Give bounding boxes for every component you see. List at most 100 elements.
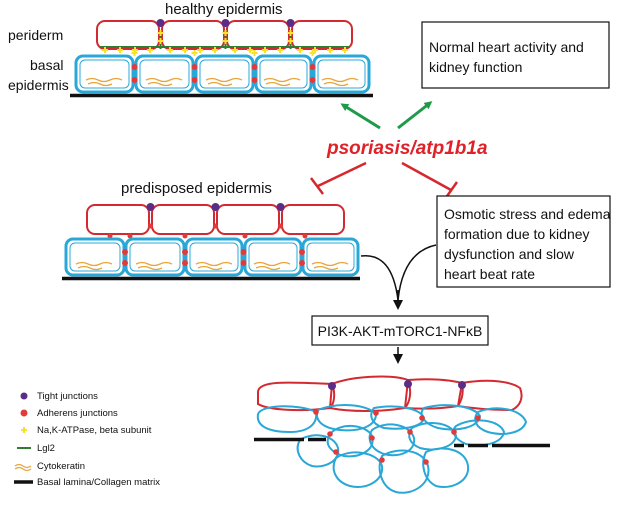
atpase-marker [147, 47, 153, 53]
adherens-junction [407, 429, 413, 435]
tight-junction [458, 381, 466, 389]
adherens-junction [127, 233, 133, 239]
basal-cell [124, 237, 186, 277]
adherens-junction [327, 431, 333, 437]
adherens-junction [191, 77, 198, 83]
atpase-marker [232, 47, 238, 53]
atpase-marker [247, 47, 253, 53]
legend-label-basal-lamina: Basal lamina/Collagen matrix [37, 477, 160, 488]
red-dot-icon [20, 409, 28, 417]
periderm-cell [328, 375, 412, 412]
atpase-markers [102, 30, 348, 56]
purple-dot-icon [20, 392, 28, 400]
basal-label-line2: epidermis [8, 77, 69, 93]
basal-cell [332, 451, 384, 488]
adherens-junction [182, 260, 188, 266]
adherens-junction [122, 260, 128, 266]
atpase-marker [212, 47, 218, 53]
cytokeratin-filament [311, 261, 349, 271]
periderm-cell [226, 20, 290, 50]
adherens-junction [251, 64, 258, 70]
adherens-junction [299, 260, 305, 266]
atpase-marker [287, 38, 294, 44]
pathway-box [311, 315, 489, 346]
atpase-marker [167, 47, 173, 53]
stress-box-line4: heart beat rate [444, 266, 535, 282]
legend-label-tight-junctions: Tight junctions [37, 391, 98, 402]
atpase-marker [309, 50, 316, 56]
adherens-junction [182, 249, 188, 255]
atpase-marker [182, 47, 188, 53]
basal-cell-inner [317, 59, 366, 89]
cytokeratin-filament [135, 261, 173, 271]
atpase-marker [277, 47, 283, 53]
orange-wave-icon [14, 463, 32, 472]
pathway-label: PI3K-AKT-mTORC1-NFκB [318, 323, 483, 339]
adherens-junction [423, 459, 429, 465]
healthy-epidermis-title: healthy epidermis [165, 1, 283, 18]
legend-label-atpase: Na,K-ATPase, beta subunit [37, 425, 152, 436]
basal-cell-inner [79, 59, 130, 89]
normal-box-line1: Normal heart activity and [429, 39, 584, 55]
adherens-junction [251, 77, 258, 83]
activation-arrow-left [340, 103, 381, 130]
predisposed-periderm-layer [86, 203, 345, 239]
cytokeratin-filament [85, 77, 123, 87]
atpase-marker [342, 47, 348, 53]
adherens-junction [299, 249, 305, 255]
basal-cell [243, 237, 303, 277]
legend-label-cytokeratin: Cytokeratin [37, 461, 85, 472]
merge-curve-left [360, 255, 399, 301]
atpase-marker [131, 50, 138, 56]
basal-cell [316, 404, 378, 432]
stress-box [436, 195, 611, 288]
basal-label-line1: basal [30, 57, 63, 73]
tight-junction [211, 203, 220, 211]
adherens-junction [475, 415, 481, 421]
adherens-junction [182, 233, 188, 239]
psoriatic-basal-cells [256, 404, 528, 494]
basal-cell [301, 237, 360, 277]
periderm-cell [151, 204, 215, 235]
atpase-marker [117, 47, 123, 53]
basal-cell [326, 425, 374, 458]
periderm-cell [291, 20, 353, 50]
basal-cell [194, 54, 255, 94]
periderm-cell [161, 20, 225, 50]
adherens-junction [131, 64, 138, 70]
atpase-marker [157, 38, 164, 44]
atpase-marker [262, 47, 268, 53]
predisposed-basal-layer [64, 237, 360, 277]
inhibition-line-right [401, 161, 452, 192]
adherens-junction [302, 233, 308, 239]
cytokeratin-filament [145, 77, 183, 87]
adherens-junction [333, 449, 339, 455]
adherens-junction [369, 435, 375, 441]
cytokeratin-filament [75, 261, 113, 271]
basal-cell [134, 54, 195, 94]
basal-cell [256, 405, 318, 434]
adherens-junction [131, 77, 138, 83]
atpase-marker [197, 47, 203, 53]
activation-arrow-right [397, 101, 433, 130]
basal-cell [368, 423, 416, 457]
adherens-junction [107, 233, 113, 239]
basal-cell-inner [306, 242, 355, 272]
healthy-basal-layer [74, 54, 371, 94]
adherens-junction [191, 64, 198, 70]
atpase-marker [157, 30, 164, 36]
periderm-cell [456, 379, 523, 412]
healthy-periderm-layer [96, 19, 353, 50]
stress-box-line3: dysfunction and slow [444, 246, 575, 262]
adherens-junction [122, 249, 128, 255]
basal-cell [452, 419, 506, 447]
basal-cell-inner [129, 242, 181, 272]
adherens-junction [240, 260, 247, 266]
adherens-junction [313, 409, 319, 415]
basal-cell-inner [259, 59, 308, 89]
stress-box-line2: formation due to kidney [444, 226, 590, 242]
adherens-junction [379, 457, 385, 463]
adherens-junction [419, 415, 425, 421]
